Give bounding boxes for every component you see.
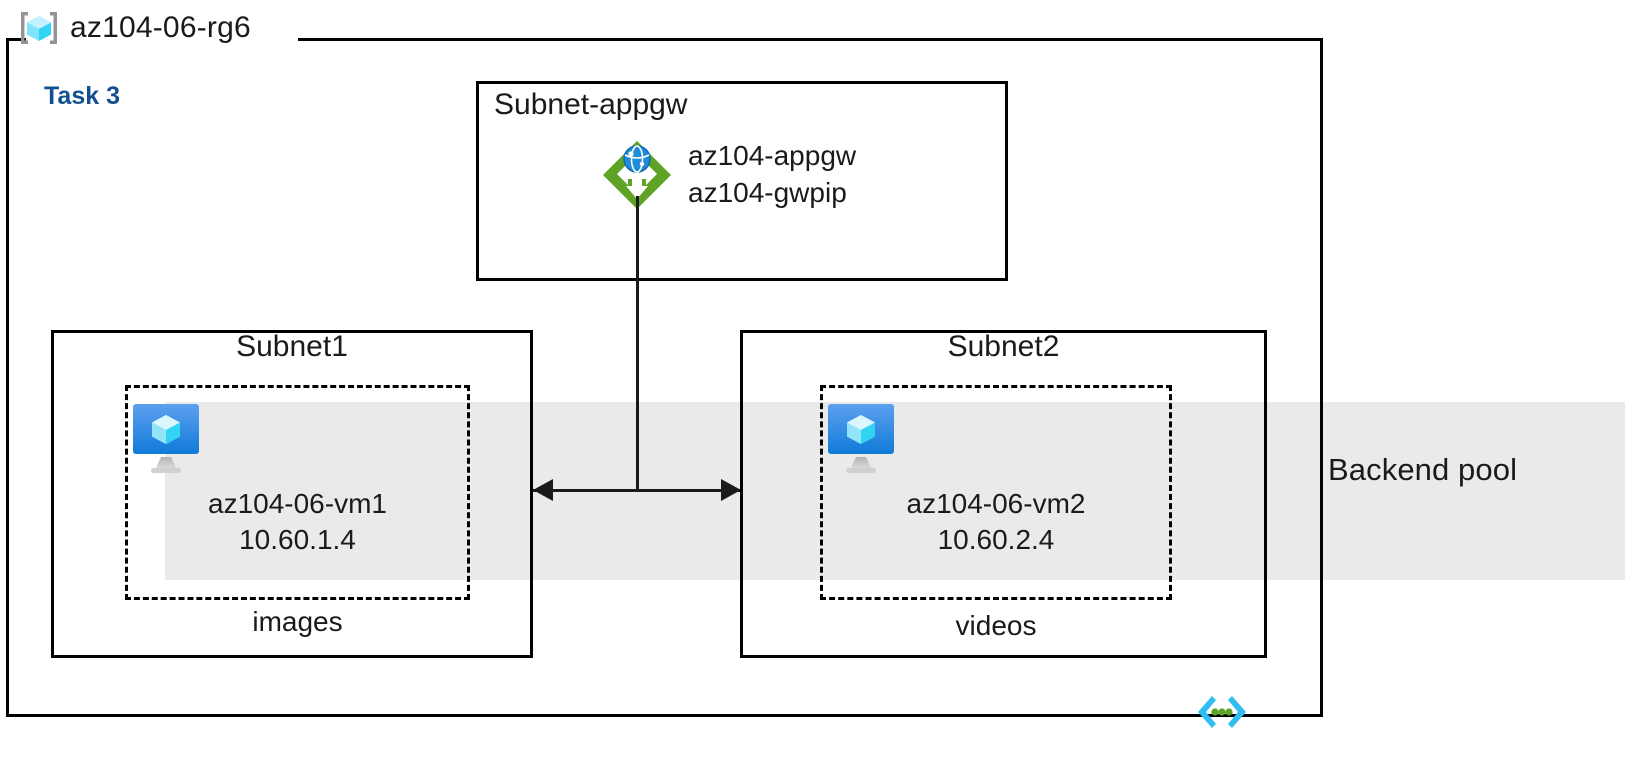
- vm2-ip: 10.60.2.4: [937, 523, 1055, 555]
- resource-group-title: az104-06-rg6: [70, 11, 251, 44]
- gateway-vertical-connector: [636, 196, 639, 490]
- gateway-horizontal-connector: [533, 489, 741, 492]
- virtual-machine-icon: [820, 400, 1172, 480]
- vm1-ip: 10.60.1.4: [239, 523, 356, 555]
- vm1-name: az104-06-vm1: [208, 488, 387, 519]
- task-label: Task 3: [44, 82, 120, 110]
- application-gateway-icon: [600, 138, 674, 212]
- vm2-block: az104-06-vm2 10.60.2.4: [820, 400, 1172, 558]
- subnet2-box: [740, 330, 1267, 658]
- application-gateway-resource: az104-appgw az104-gwpip: [600, 138, 856, 212]
- resource-group-title-gap: [26, 30, 298, 46]
- appgw-pip-name: az104-gwpip: [688, 177, 847, 208]
- subnet2-title: Subnet2: [947, 330, 1060, 363]
- subnet1-box: [51, 330, 533, 658]
- subnet1-title: Subnet1: [236, 330, 348, 363]
- subnet2-sublabel: videos: [955, 610, 1037, 641]
- vm1-block: az104-06-vm1 10.60.1.4: [125, 400, 470, 558]
- subnet1-sublabel: images: [252, 606, 343, 637]
- resource-group-icon: [18, 8, 60, 48]
- subnet1-nic-boundary: [125, 385, 470, 600]
- appgw-name: az104-appgw: [688, 140, 857, 172]
- subnet-appgw-box: [476, 81, 1008, 281]
- resource-group-frame: [6, 38, 1323, 717]
- resource-group-header: az104-06-rg6: [18, 6, 251, 50]
- subnet2-nic-boundary: [820, 385, 1172, 600]
- subnet-appgw-title: Subnet-appgw: [494, 88, 688, 121]
- arrowhead-right-icon: [721, 479, 741, 501]
- virtual-machine-icon: [125, 400, 470, 480]
- application-gateway-names: az104-appgw az104-gwpip: [688, 138, 856, 212]
- template-code-icon: [1196, 692, 1248, 732]
- arrowhead-left-icon: [533, 479, 553, 501]
- vm2-name: az104-06-vm2: [906, 488, 1086, 519]
- backend-pool-band: [165, 402, 1625, 580]
- backend-pool-label: Backend pool: [1328, 452, 1518, 487]
